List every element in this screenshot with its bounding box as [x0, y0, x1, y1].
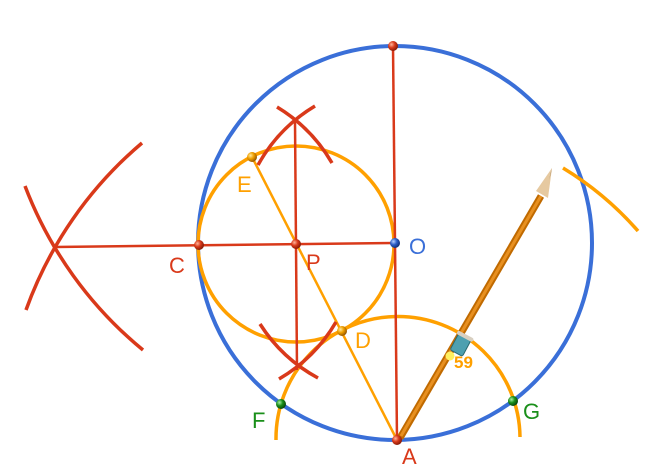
arc-left-1[interactable]	[24, 141, 144, 311]
point-C[interactable]	[194, 240, 204, 250]
point-O[interactable]	[390, 238, 400, 248]
point-P[interactable]	[291, 239, 301, 249]
label-C: C	[169, 253, 185, 278]
compass-angle-label: 59	[454, 353, 473, 372]
compass-pivot	[445, 351, 455, 361]
label-E: E	[237, 172, 252, 197]
arc-cross-top-2[interactable]	[276, 105, 334, 164]
point-F[interactable]	[276, 399, 286, 409]
label-P: P	[306, 250, 321, 275]
point-E[interactable]	[247, 152, 257, 162]
arc-A-large[interactable]	[562, 166, 640, 233]
segment-XO[interactable]	[54, 241, 396, 249]
segment-EA[interactable]	[250, 156, 399, 441]
pencil-tool[interactable]	[396, 168, 552, 440]
label-O: O	[409, 234, 427, 259]
point-G[interactable]	[508, 396, 518, 406]
compass-hinge-icon[interactable]	[448, 330, 474, 357]
label-D: D	[355, 328, 371, 353]
point-D[interactable]	[337, 326, 347, 336]
arc-cross-bottom-2[interactable]	[278, 321, 338, 381]
arc-left-2[interactable]	[23, 185, 145, 352]
label-G: G	[523, 399, 541, 424]
arc-cross-top-1[interactable]	[256, 104, 316, 166]
arc-cross-bottom-1[interactable]	[258, 323, 319, 380]
point-N[interactable]	[388, 41, 398, 51]
label-A: A	[402, 444, 417, 469]
label-F: F	[252, 408, 266, 433]
point-A[interactable]	[392, 435, 402, 445]
